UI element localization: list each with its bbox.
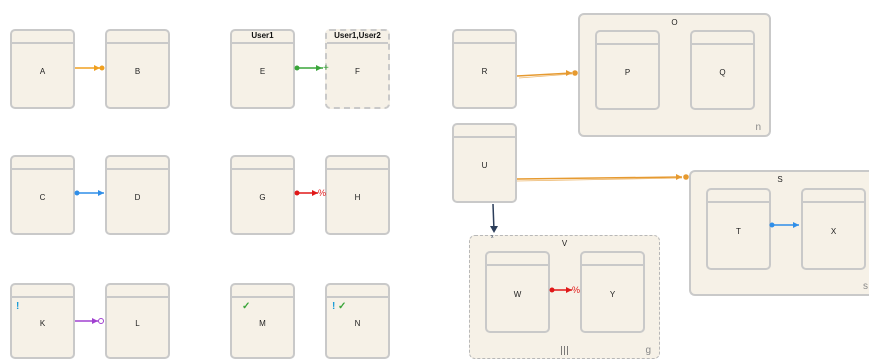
state-label: X (830, 227, 837, 236)
transition-K-L[interactable] (75, 318, 104, 324)
state-label: R (481, 67, 488, 76)
state-label: Q (719, 68, 726, 77)
state-label: L (135, 319, 140, 328)
state-header-user: User1,User2 (327, 31, 388, 44)
warning-icon: ! (16, 301, 20, 312)
state-P[interactable]: P (595, 30, 660, 110)
container-S[interactable]: S s T X (689, 170, 869, 296)
state-header (582, 253, 643, 266)
state-U[interactable]: U (452, 123, 517, 203)
state-D[interactable]: D (105, 155, 170, 235)
state-header (232, 285, 293, 298)
state-header (12, 285, 73, 298)
transition-C-D[interactable] (74, 190, 105, 196)
state-L[interactable]: L (105, 283, 170, 359)
state-header (327, 285, 388, 298)
state-label: E (259, 67, 266, 76)
transition-U-S[interactable] (516, 174, 689, 182)
state-header (487, 253, 548, 266)
state-F[interactable]: User1,User2 F (325, 29, 390, 109)
state-K[interactable]: ! K (10, 283, 75, 359)
state-W[interactable]: W (485, 251, 550, 333)
state-header (12, 157, 73, 170)
state-header (327, 157, 388, 170)
state-label: W (513, 290, 522, 299)
state-header (107, 157, 168, 170)
container-corner-label: n (755, 122, 761, 133)
state-H[interactable]: H (325, 155, 390, 235)
container-corner-label: s (863, 281, 868, 292)
state-N[interactable]: ! ✓ N (325, 283, 390, 359)
transition-E-F[interactable]: + (294, 63, 330, 74)
state-A[interactable]: A (10, 29, 75, 109)
check-icon: ✓ (338, 301, 347, 312)
state-label: G (259, 193, 266, 202)
state-label: Y (609, 290, 616, 299)
container-corner-label: g (645, 345, 651, 356)
state-label: C (39, 193, 46, 202)
state-R[interactable]: R (452, 29, 517, 109)
state-B[interactable]: B (105, 29, 170, 109)
state-label: F (355, 67, 360, 76)
container-title: O (671, 18, 678, 27)
container-title: S (777, 175, 783, 184)
state-M[interactable]: ✓ M (230, 283, 295, 359)
state-Y[interactable]: Y (580, 251, 645, 333)
state-T[interactable]: T (706, 188, 771, 270)
state-header (454, 31, 515, 44)
state-label: P (624, 68, 631, 77)
transition-G-H[interactable]: % (294, 188, 327, 198)
state-label: M (259, 319, 266, 328)
state-C[interactable]: C (10, 155, 75, 235)
state-header (107, 31, 168, 44)
state-Q[interactable]: Q (690, 30, 755, 110)
container-O[interactable]: O n P Q (578, 13, 771, 137)
state-G[interactable]: G (230, 155, 295, 235)
state-header (708, 190, 769, 203)
state-E[interactable]: User1 E (230, 29, 295, 109)
state-label: K (39, 319, 46, 328)
state-label: N (354, 319, 361, 328)
state-header (12, 31, 73, 44)
state-header (597, 32, 658, 45)
container-footer-mark: ||| (559, 346, 570, 356)
state-header-user: User1 (232, 31, 293, 44)
state-label: A (39, 67, 46, 76)
state-label: D (134, 193, 141, 202)
state-header (107, 285, 168, 298)
state-label: T (736, 227, 741, 236)
transition-A-B[interactable] (75, 65, 105, 71)
state-header (232, 157, 293, 170)
state-header (454, 125, 515, 138)
state-header (803, 190, 864, 203)
check-icon: ✓ (242, 301, 251, 312)
transition-R-O[interactable] (516, 70, 578, 79)
container-title: V (561, 239, 568, 248)
warning-icon: ! (332, 301, 336, 312)
state-header (692, 32, 753, 45)
state-label: U (481, 161, 488, 170)
state-X[interactable]: X (801, 188, 866, 270)
state-label: B (134, 67, 141, 76)
container-V[interactable]: V g ||| W Y (469, 235, 660, 359)
state-label: H (354, 193, 361, 202)
